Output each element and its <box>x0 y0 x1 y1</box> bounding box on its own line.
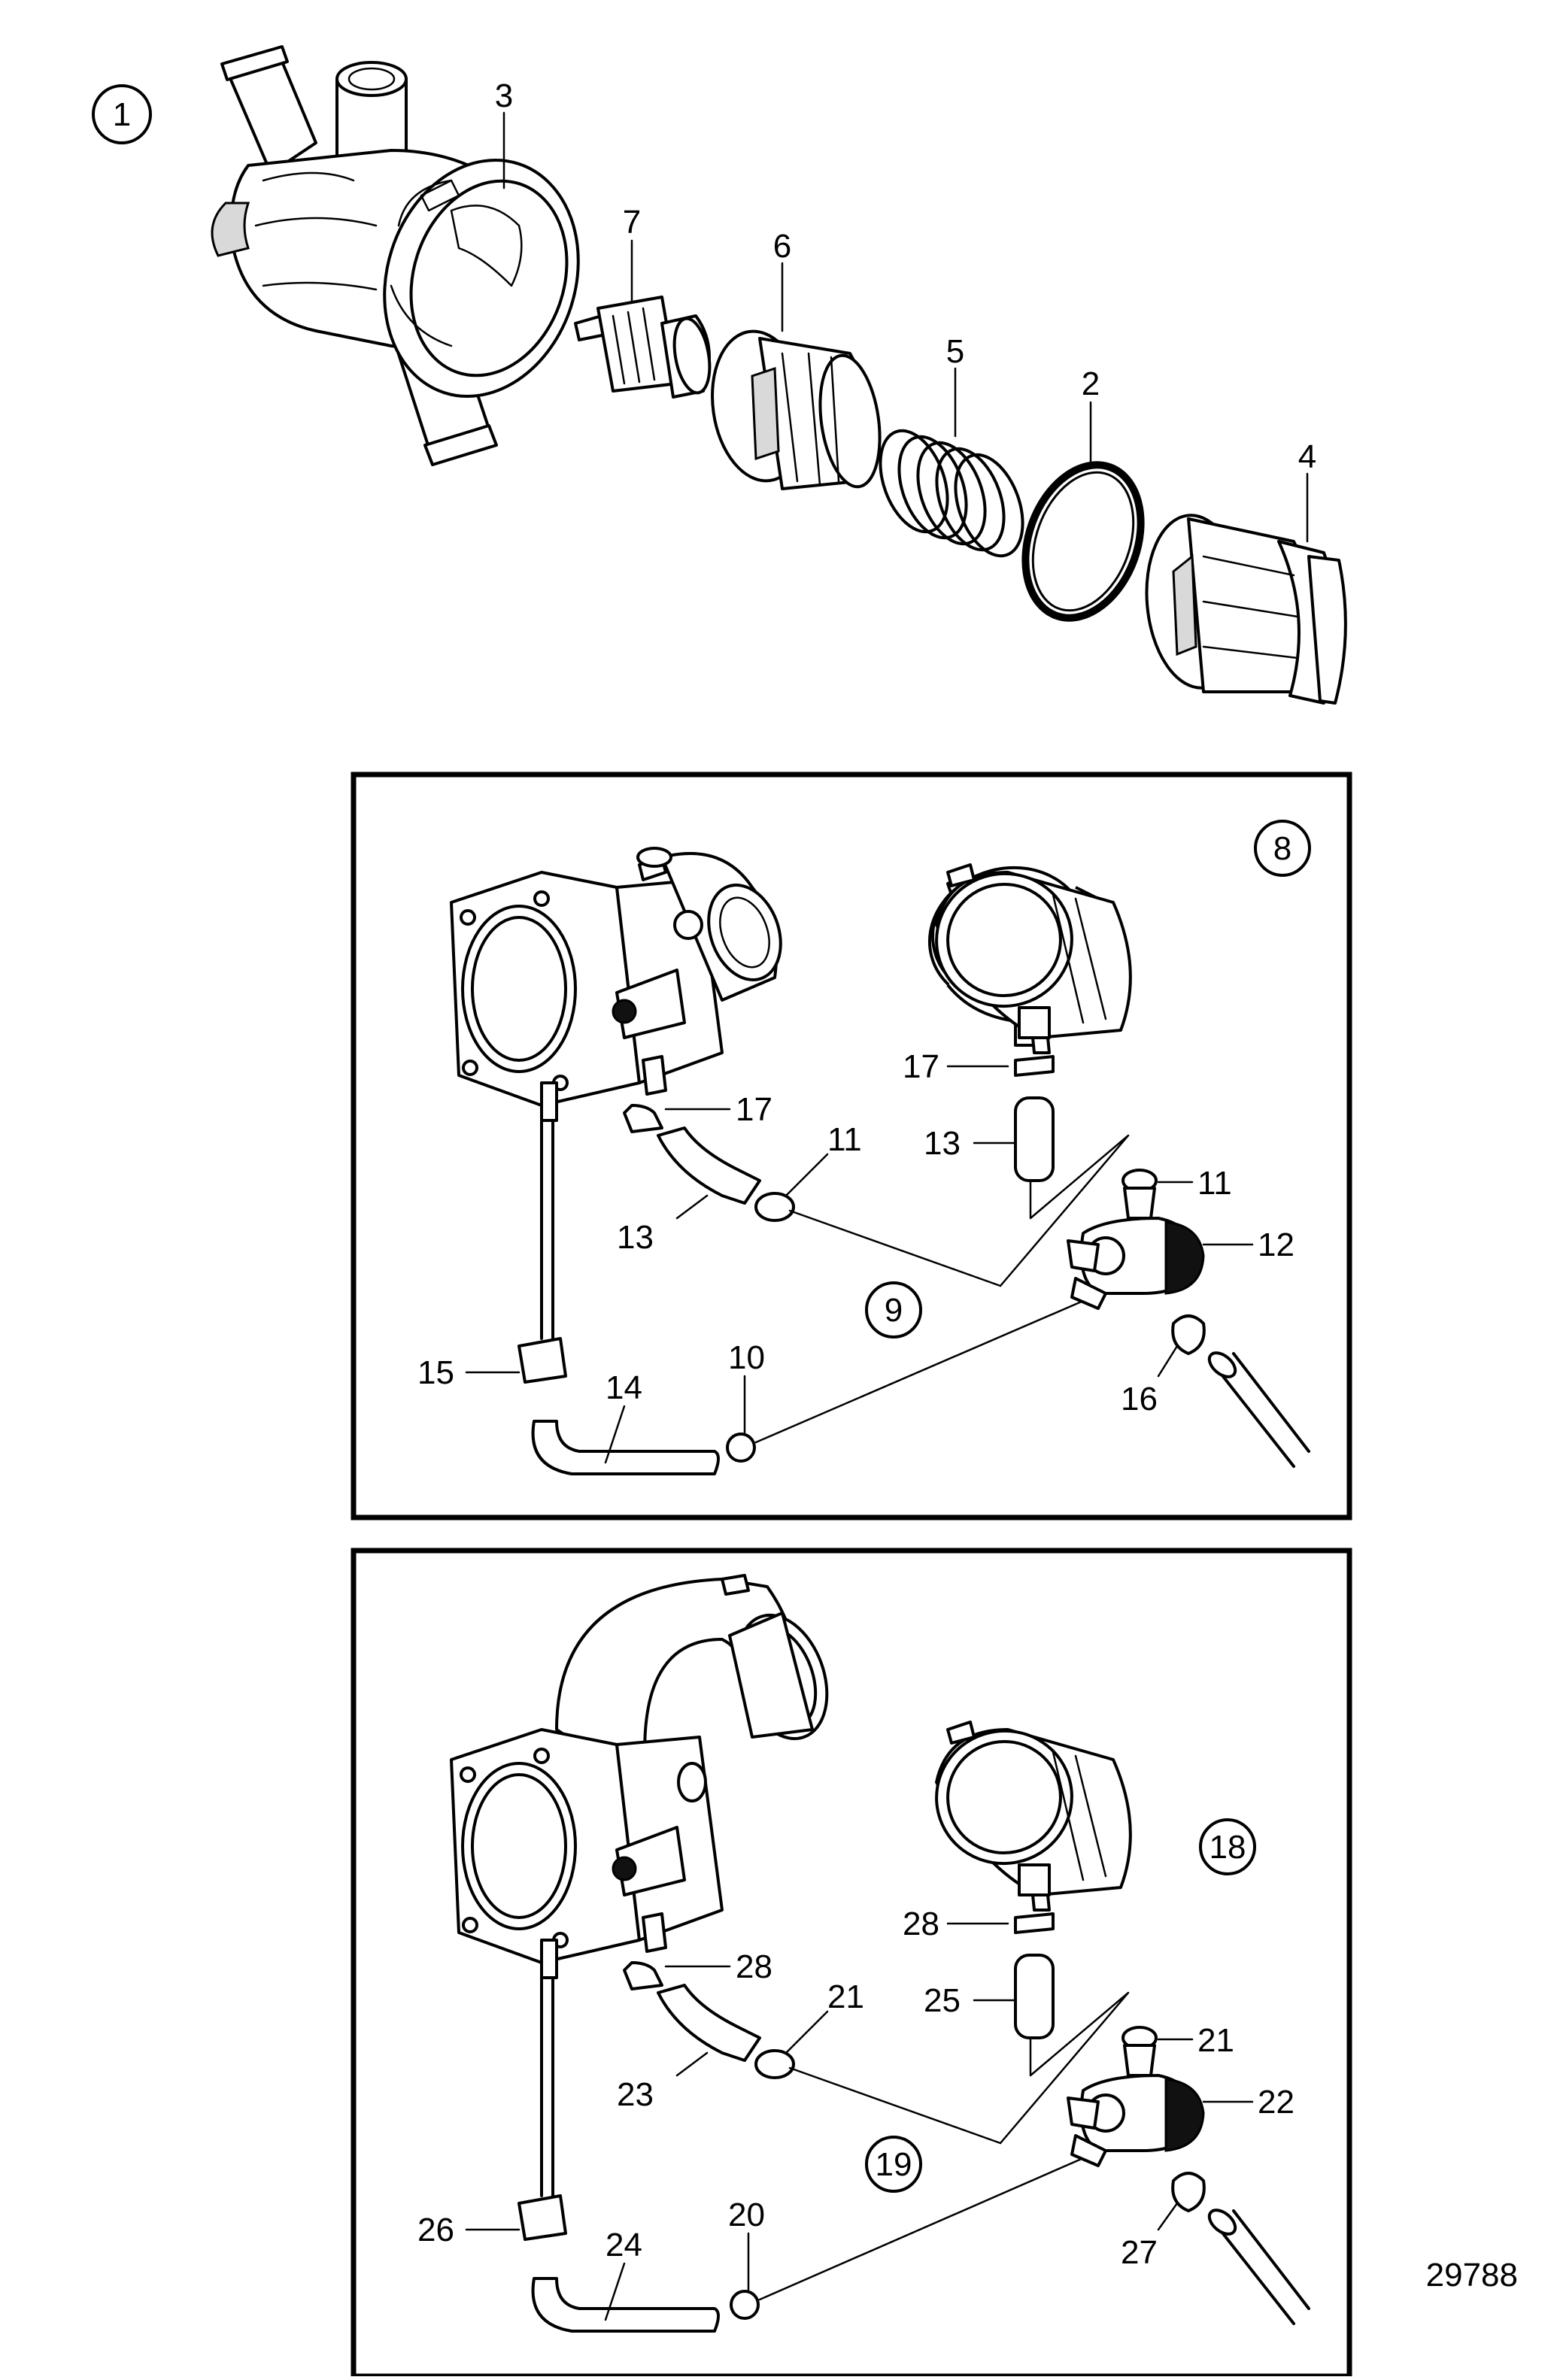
callout-13-left: 13 <box>617 1219 654 1256</box>
panel-b-clamp-20 <box>730 2290 760 2320</box>
panel-a-clamp-17 <box>623 1104 663 1133</box>
callout-13-right: 13 <box>924 1125 961 1162</box>
callout-7: 7 <box>623 204 641 241</box>
panel-b-sub-number: 19 <box>876 2146 912 2183</box>
callout-14: 14 <box>606 1369 642 1406</box>
callout-21-right: 21 <box>1197 2022 1234 2059</box>
panel-a-sub-circle <box>865 1281 922 1339</box>
panel-b-hose-24 <box>531 2277 720 2333</box>
callout-5: 5 <box>946 333 964 370</box>
callout-23: 23 <box>617 2076 654 2113</box>
panel-b-intake-adapter <box>935 1721 1132 1896</box>
top-exploded-assembly: 1 3 <box>92 45 1347 705</box>
callout-11-left: 11 <box>827 1121 862 1158</box>
group-number-circle <box>92 84 152 144</box>
panel-b-group-circle <box>1199 1818 1256 1875</box>
panel-b-clamp-27 <box>1171 2172 1206 2212</box>
callout-11-right: 11 <box>1197 1165 1232 1202</box>
panel-a-group-number: 8 <box>1273 830 1291 867</box>
group-number: 1 <box>113 96 131 133</box>
callout-6: 6 <box>773 228 791 265</box>
callout-10: 10 <box>728 1339 765 1376</box>
callout-4: 4 <box>1298 438 1316 475</box>
panel-a-throttle-body <box>450 847 782 1122</box>
callout-15: 15 <box>417 1354 454 1391</box>
panel-a-group-circle <box>1254 820 1311 877</box>
panel-a-frame <box>351 772 1352 1520</box>
panel-a-intake-adapter <box>931 863 1132 1039</box>
panel-a-clamp-11 <box>754 1192 795 1222</box>
panel-b-variant-18: 18 19 <box>351 1548 1352 2379</box>
panel-a-tee-valve-12 <box>1014 1014 1205 1310</box>
callout-22: 22 <box>1258 2084 1294 2121</box>
callout-12: 12 <box>1258 1226 1294 1263</box>
panel-b-curved-duct <box>555 1574 829 1791</box>
callout-26: 26 <box>417 2212 454 2248</box>
panel-b-frame <box>351 1548 1352 2379</box>
panel-a-clamp-10 <box>726 1433 756 1463</box>
callout-21-left: 21 <box>827 1978 864 2015</box>
panel-a-sub-number: 9 <box>885 1292 903 1329</box>
part-6-thermostat-cage <box>711 262 882 490</box>
panel-b-clamp-28 <box>623 1961 663 1990</box>
callout-17-upper: 17 <box>903 1048 939 1085</box>
callout-24: 24 <box>606 2227 642 2263</box>
panel-b-clamp-26 <box>517 2194 567 2241</box>
part-2-o-ring <box>1021 401 1145 622</box>
callout-16: 16 <box>1121 1381 1158 1417</box>
callout-25: 25 <box>924 1982 961 2019</box>
panel-a-hose-13 <box>657 1126 761 1205</box>
panel-b-sub-circle <box>865 2136 922 2193</box>
callout-27: 27 <box>1121 2234 1158 2271</box>
panel-b-hose-23 <box>657 1984 761 2062</box>
panel-b-clamp-21 <box>754 2049 795 2079</box>
callout-17-lower: 17 <box>736 1091 772 1128</box>
panel-a-clamp-16 <box>1171 1314 1206 1355</box>
part-3-housing <box>211 45 580 466</box>
callout-3: 3 <box>495 77 513 114</box>
part-4-cover-cap <box>1145 472 1347 705</box>
panel-b-throttle-body <box>450 1728 724 1979</box>
drawing-number: 29788 <box>1426 2257 1518 2294</box>
part-5-spring <box>879 367 1024 558</box>
callout-2: 2 <box>1082 365 1100 402</box>
panel-b-tee-valve-22 <box>1014 1871 1205 2167</box>
panel-a-clamp-15 <box>517 1337 567 1384</box>
panel-a-hose-14 <box>531 1420 720 1475</box>
panel-a-variant-8: 8 9 <box>351 772 1352 1520</box>
panel-b-group-number: 18 <box>1210 1829 1246 1866</box>
callout-28-upper: 28 <box>903 1906 939 1942</box>
callout-28-lower: 28 <box>736 1948 772 1985</box>
callout-20: 20 <box>728 2197 765 2233</box>
part-7-thermostat-element <box>574 239 712 399</box>
